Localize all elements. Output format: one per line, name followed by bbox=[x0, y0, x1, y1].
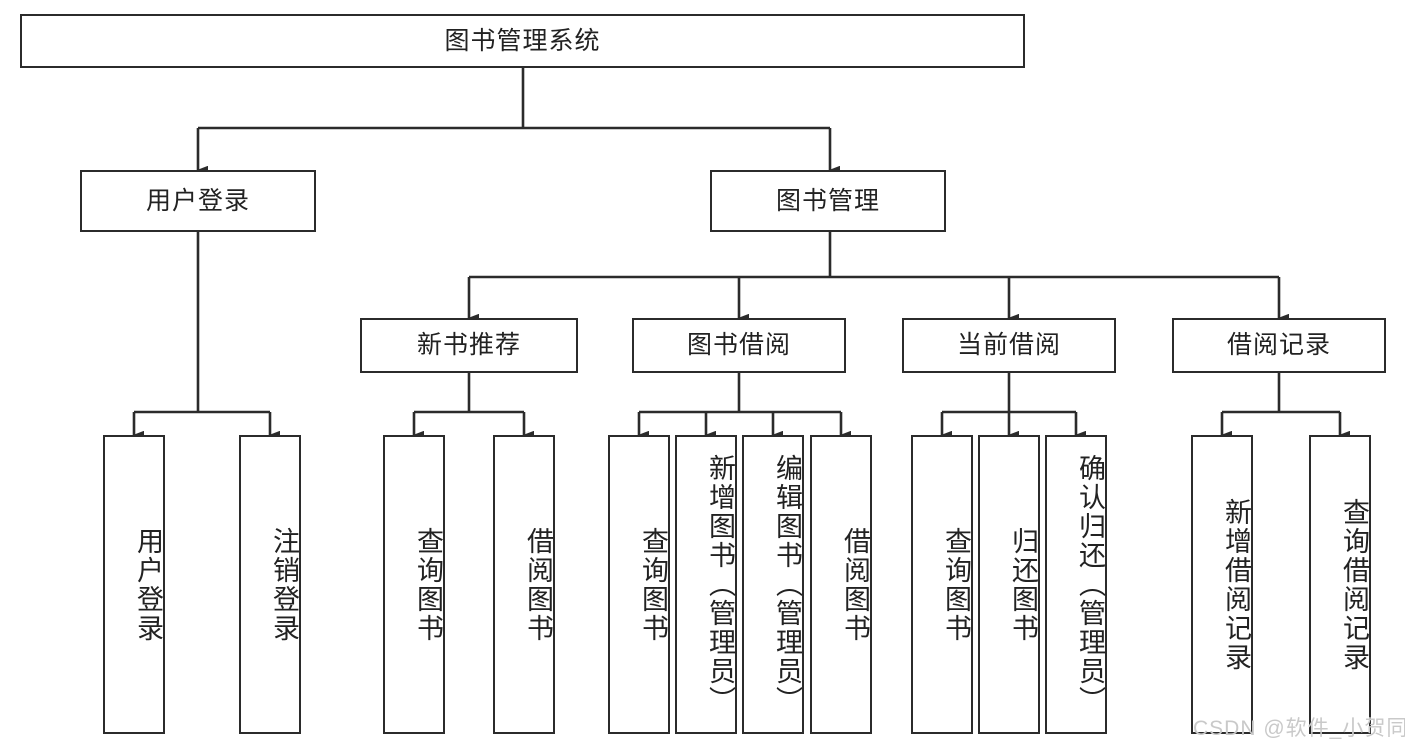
node-book-management[interactable]: 图书管理 bbox=[710, 170, 946, 232]
leaf-label: 查询图书 bbox=[638, 526, 668, 643]
node-root-book-management-system[interactable]: 图书管理系统 bbox=[20, 14, 1025, 68]
leaf-label: 新增图书（管理员） bbox=[705, 454, 735, 715]
leaf-borrow-query-book[interactable]: 查询图书 bbox=[608, 435, 670, 734]
leaf-label: 借阅图书 bbox=[523, 526, 553, 643]
leaf-borrow-borrow-book[interactable]: 借阅图书 bbox=[810, 435, 872, 734]
leaf-label: 确认归还（管理员） bbox=[1075, 454, 1105, 715]
leaf-label: 新增借阅记录 bbox=[1221, 497, 1251, 672]
leaf-current-return-book[interactable]: 归还图书 bbox=[978, 435, 1040, 734]
leaf-user-login-login[interactable]: 用户登录 bbox=[103, 435, 165, 734]
leaf-borrow-add-book-admin[interactable]: 新增图书（管理员） bbox=[675, 435, 737, 734]
leaf-current-query-book[interactable]: 查询图书 bbox=[911, 435, 973, 734]
leaf-new-book-borrow[interactable]: 借阅图书 bbox=[493, 435, 555, 734]
leaf-user-login-logout[interactable]: 注销登录 bbox=[239, 435, 301, 734]
node-new-book-recommend[interactable]: 新书推荐 bbox=[360, 318, 578, 373]
leaf-borrow-edit-book-admin[interactable]: 编辑图书（管理员） bbox=[742, 435, 804, 734]
leaf-record-query-record[interactable]: 查询借阅记录 bbox=[1309, 435, 1371, 734]
node-current-borrow[interactable]: 当前借阅 bbox=[902, 318, 1116, 373]
node-book-borrow[interactable]: 图书借阅 bbox=[632, 318, 846, 373]
node-borrow-record[interactable]: 借阅记录 bbox=[1172, 318, 1386, 373]
node-user-login[interactable]: 用户登录 bbox=[80, 170, 316, 232]
leaf-label: 借阅图书 bbox=[840, 526, 870, 643]
leaf-record-add-record[interactable]: 新增借阅记录 bbox=[1191, 435, 1253, 734]
leaf-label: 编辑图书（管理员） bbox=[772, 454, 802, 715]
leaf-new-book-query[interactable]: 查询图书 bbox=[383, 435, 445, 734]
leaf-label: 查询图书 bbox=[413, 526, 443, 643]
csdn-watermark: CSDN @软件_小贺同学 bbox=[1193, 717, 1405, 740]
leaf-label: 注销登录 bbox=[269, 526, 299, 643]
leaf-label: 归还图书 bbox=[1008, 526, 1038, 643]
leaf-label: 用户登录 bbox=[133, 526, 163, 643]
leaf-current-confirm-return-admin[interactable]: 确认归还（管理员） bbox=[1045, 435, 1107, 734]
leaf-label: 查询借阅记录 bbox=[1339, 497, 1369, 672]
leaf-label: 查询图书 bbox=[941, 526, 971, 643]
